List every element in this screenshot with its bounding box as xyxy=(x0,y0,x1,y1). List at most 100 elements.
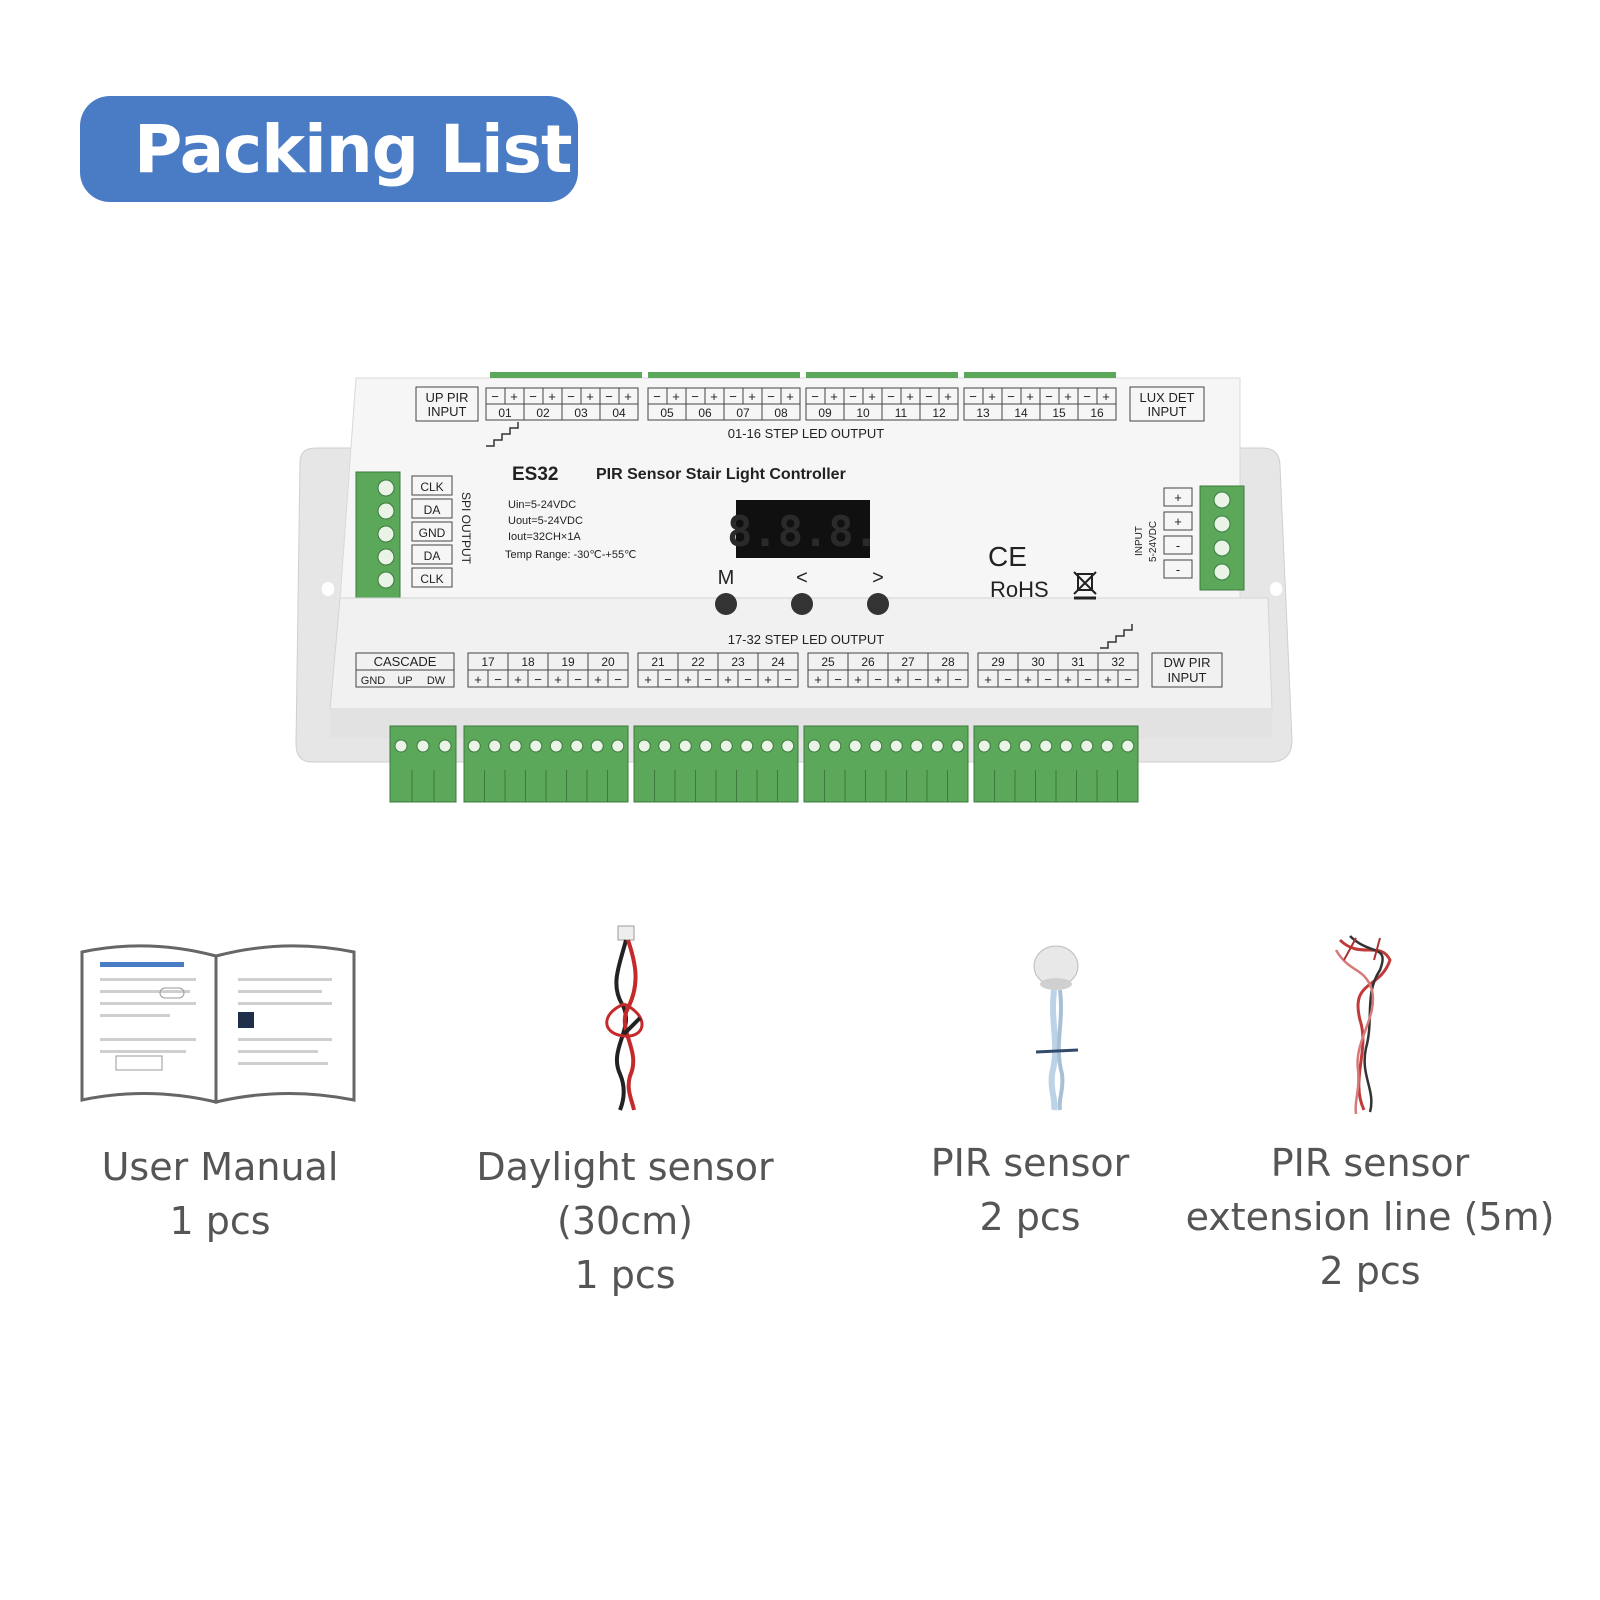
channel-number: 11 xyxy=(895,406,908,420)
terminal-screw xyxy=(590,739,604,753)
button-label: < xyxy=(796,567,808,589)
pin-minus: − xyxy=(704,672,712,687)
pin-minus: − xyxy=(1084,672,1092,687)
pin-minus: − xyxy=(494,672,502,687)
input-voltage-label: 5-24VDC xyxy=(1148,521,1159,562)
pin-minus: − xyxy=(491,389,499,404)
spi-output-label: SPI OUTPUT xyxy=(459,492,473,565)
terminal-screw xyxy=(658,739,672,753)
terminal-screw xyxy=(1213,563,1231,581)
device-button-prev[interactable]: < xyxy=(791,567,813,615)
input-pin-label: - xyxy=(1176,562,1180,577)
spi-pin-label: GND xyxy=(419,526,446,540)
pin-plus: + xyxy=(644,672,652,687)
terminal-screw xyxy=(394,739,408,753)
pin-plus: + xyxy=(1102,389,1110,404)
channel-number: 02 xyxy=(536,406,550,420)
terminal-screw xyxy=(529,739,543,753)
pin-minus: − xyxy=(1044,672,1052,687)
terminal-screw xyxy=(377,548,395,566)
packing-list-banner: Packing List xyxy=(80,96,578,202)
pin-plus: + xyxy=(514,672,522,687)
pin-minus: − xyxy=(605,389,613,404)
device-name: PIR Sensor Stair Light Controller xyxy=(596,466,846,483)
pin-plus: + xyxy=(814,672,822,687)
svg-text:Temp Range: -30℃-+55℃: Temp Range: -30℃-+55℃ xyxy=(505,549,636,561)
bottom-output-label: 17-32 STEP LED OUTPUT xyxy=(728,632,885,647)
spi-pin-label: DA xyxy=(424,503,441,517)
svg-text:CASCADE: CASCADE xyxy=(374,654,437,669)
pin-minus: − xyxy=(574,672,582,687)
terminal-screw xyxy=(1121,739,1135,753)
spi-pin-label: CLK xyxy=(420,572,443,586)
terminal-screw xyxy=(910,739,924,753)
terminal-screw xyxy=(377,571,395,589)
pin-minus: − xyxy=(1083,389,1091,404)
terminal-screw xyxy=(807,739,821,753)
terminal-screw xyxy=(377,502,395,520)
channel-number: 32 xyxy=(1111,655,1125,669)
pin-minus: − xyxy=(887,389,895,404)
terminal-screw xyxy=(570,739,584,753)
pir-sensor-icon xyxy=(1033,945,1079,1111)
terminal-screw xyxy=(699,739,713,753)
terminal-screw xyxy=(1059,739,1073,753)
svg-text:Iout=32CH×1A: Iout=32CH×1A xyxy=(508,531,581,543)
input-pin-label: + xyxy=(1174,490,1182,505)
spi-pin-box xyxy=(411,498,453,519)
device-button-mode[interactable]: M xyxy=(715,567,737,615)
pin-minus: − xyxy=(529,389,537,404)
channel-number: 28 xyxy=(941,655,955,669)
channel-number: 01 xyxy=(498,406,512,420)
pin-plus: + xyxy=(830,389,838,404)
pin-minus: − xyxy=(744,672,752,687)
input-terminal xyxy=(1199,485,1245,591)
pin-plus: + xyxy=(594,672,602,687)
terminal-screw xyxy=(377,479,395,497)
terminal-screw xyxy=(719,739,733,753)
manual-icon xyxy=(80,944,356,1104)
svg-text:INPUT: INPUT xyxy=(1148,404,1187,419)
pin-plus: + xyxy=(1064,672,1072,687)
pin-plus: + xyxy=(684,672,692,687)
device-button-next[interactable]: > xyxy=(867,567,889,615)
spec-list: Uin=5-24VDC Uout=5-24VDC Iout=32CH×1A Te… xyxy=(505,499,636,561)
terminal-screw xyxy=(611,739,625,753)
terminal-screw xyxy=(930,739,944,753)
svg-text:UP PIR: UP PIR xyxy=(425,390,468,405)
terminal-screw xyxy=(869,739,883,753)
input-pin-box xyxy=(1163,535,1193,555)
channel-number: 13 xyxy=(976,406,990,420)
stair-icon xyxy=(486,422,519,447)
terminal-screw xyxy=(1213,491,1231,509)
spi-pin-label: CLK xyxy=(420,480,443,494)
pin-plus: + xyxy=(554,672,562,687)
channel-number: 31 xyxy=(1071,655,1085,669)
pin-minus: − xyxy=(811,389,819,404)
channel-number: 23 xyxy=(731,655,745,669)
input-pin-label: - xyxy=(1176,538,1180,553)
button-knob xyxy=(791,593,813,615)
terminal-screw xyxy=(828,739,842,753)
terminal-screw xyxy=(998,739,1012,753)
input-pin-label: + xyxy=(1174,514,1182,529)
pin-plus: + xyxy=(934,672,942,687)
pin-plus: + xyxy=(624,389,632,404)
pin-minus: − xyxy=(954,672,962,687)
channel-number: 21 xyxy=(651,655,665,669)
svg-text:Uout=5-24VDC: Uout=5-24VDC xyxy=(508,515,583,527)
pin-plus: + xyxy=(724,672,732,687)
channel-number: 14 xyxy=(1014,406,1028,420)
pin-plus: + xyxy=(672,389,680,404)
input-pin-box xyxy=(1163,487,1193,507)
pin-minus: − xyxy=(664,672,672,687)
top-output-label: 01-16 STEP LED OUTPUT xyxy=(728,426,885,441)
top-channel-labels: −+01−+02−+03−+04−+05−+06−+07−+08−+09−+10… xyxy=(485,387,1117,421)
page-title: Packing List xyxy=(134,110,572,188)
pin-plus: + xyxy=(474,672,482,687)
terminal-screw xyxy=(848,739,862,753)
terminal-screw xyxy=(678,739,692,753)
channel-number: 07 xyxy=(736,406,750,420)
daylight-sensor-icon xyxy=(605,925,644,1111)
